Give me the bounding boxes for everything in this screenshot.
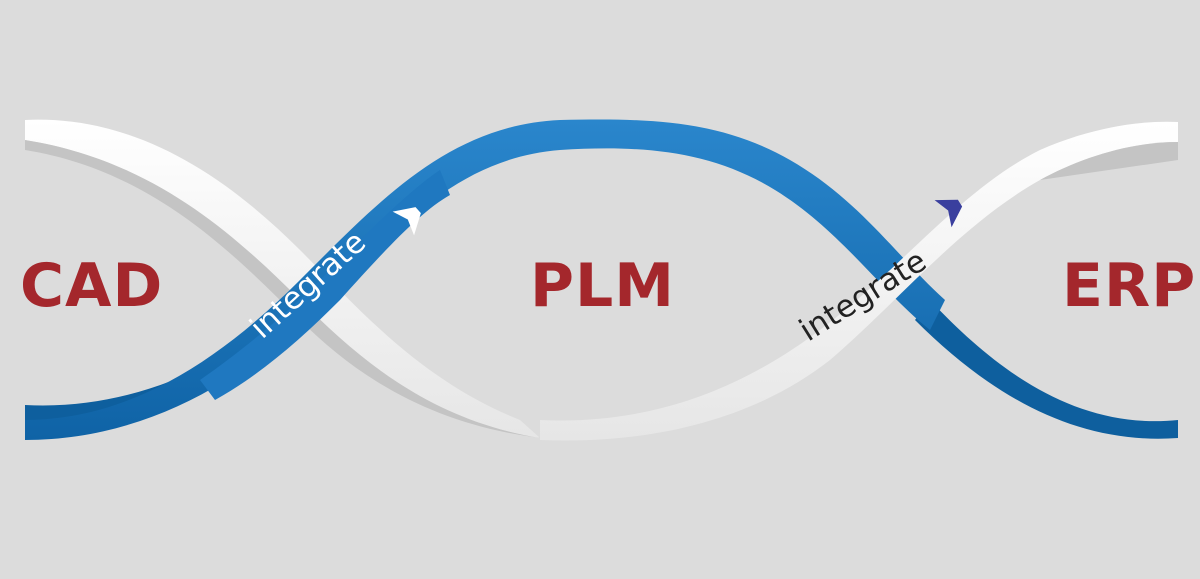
term-cad: CAD (20, 251, 163, 321)
white-ribbon-right-shade (1040, 142, 1178, 180)
chevron-right-icon (934, 199, 963, 228)
blue-ribbon-front-left (200, 170, 450, 400)
blue-ribbon-back-right (915, 300, 1178, 439)
term-erp: ERP (1062, 251, 1196, 321)
term-plm: PLM (530, 251, 675, 321)
white-ribbon-left (25, 119, 540, 438)
chevron-right-icon (392, 207, 421, 236)
